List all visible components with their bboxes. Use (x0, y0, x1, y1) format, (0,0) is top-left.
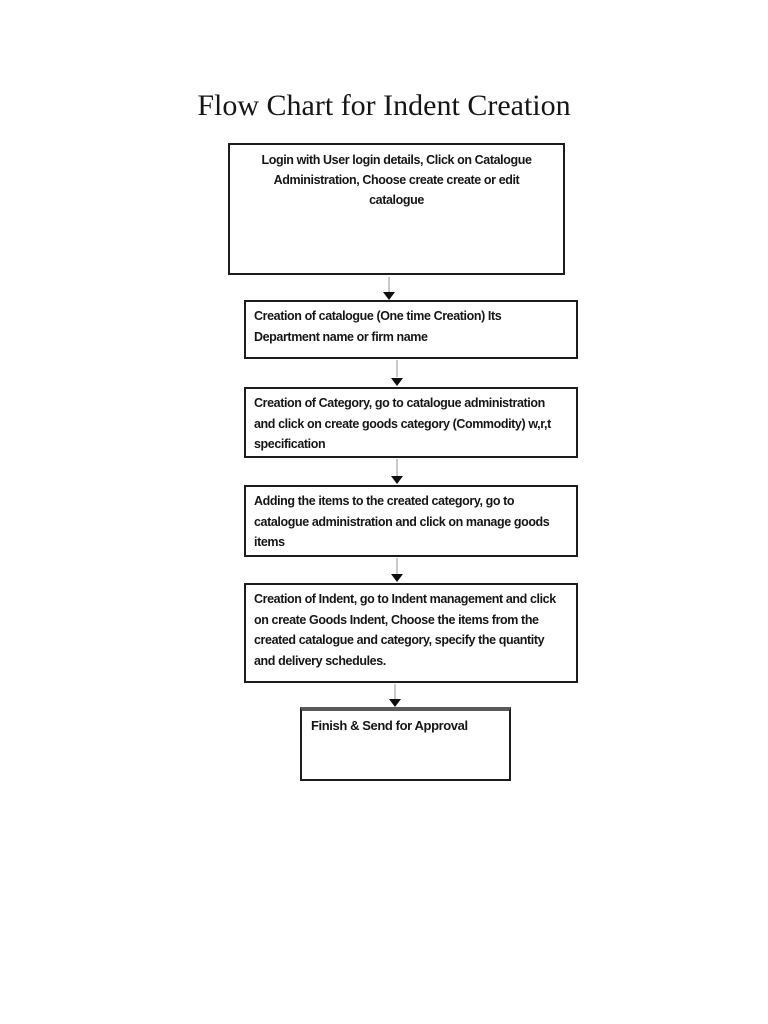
connector-step2-step3 (396, 360, 398, 377)
flow-step-add-items-box: Adding the items to the created category… (244, 485, 578, 557)
connector-step5-step6 (394, 684, 396, 699)
arrow-down-icon (389, 699, 401, 707)
page-title: Flow Chart for Indent Creation (197, 89, 571, 122)
connector-step4-step5 (396, 558, 398, 574)
flow-step-catalogue-creation-box: Creation of catalogue (One time Creation… (244, 300, 578, 359)
connector-step1-step2 (388, 277, 390, 293)
arrow-down-icon (391, 476, 403, 484)
connector-step3-step4 (396, 459, 398, 476)
arrow-down-icon (383, 292, 395, 300)
arrow-down-icon (391, 378, 403, 386)
flow-step-category-creation-box: Creation of Category, go to catalogue ad… (244, 387, 578, 458)
flow-step-login-box: Login with User login details, Click on … (228, 143, 565, 275)
arrow-down-icon (391, 574, 403, 582)
flow-step-indent-creation-box: Creation of Indent, go to Indent managem… (244, 583, 578, 683)
flow-step-finish-approval-box: Finish & Send for Approval (300, 707, 511, 781)
